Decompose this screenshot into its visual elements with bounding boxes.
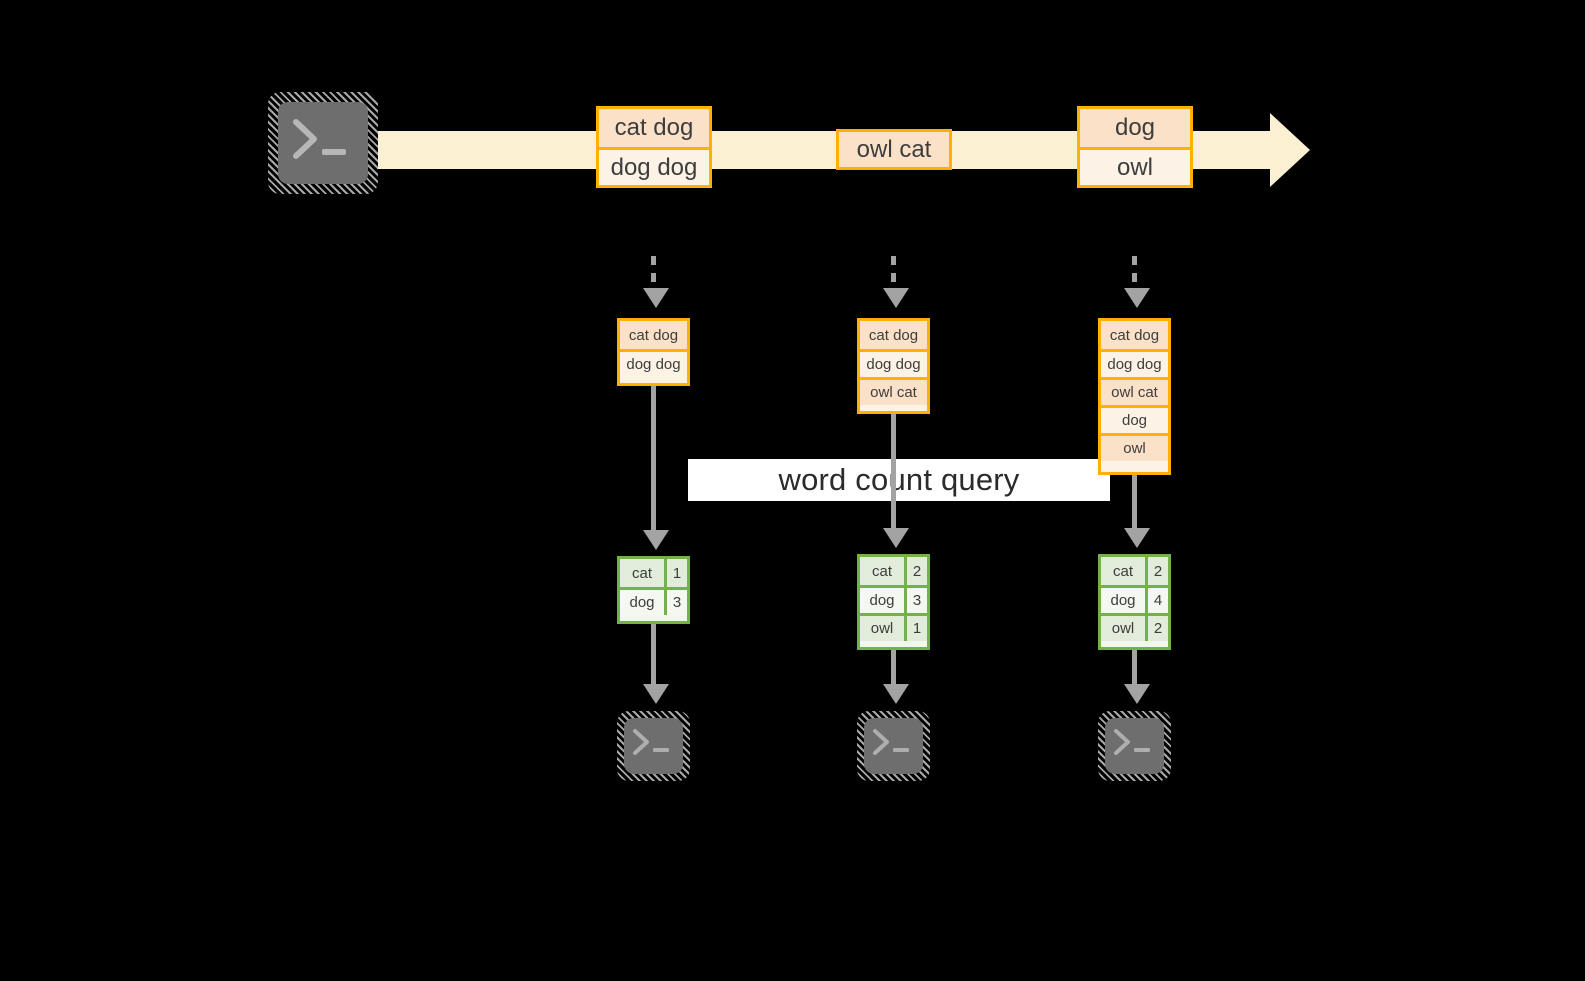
buffer-row: owl cat bbox=[860, 377, 927, 405]
table-row: cat 2 bbox=[860, 557, 927, 585]
terminal-face bbox=[864, 718, 923, 774]
table-cell-count: 3 bbox=[904, 588, 927, 613]
table-cell-word: cat bbox=[620, 559, 664, 587]
col-2-ingest-arrowhead bbox=[883, 288, 909, 308]
buffer-row: dog dog bbox=[1101, 349, 1168, 377]
terminal-face bbox=[278, 102, 368, 184]
table-cell-word: dog bbox=[620, 590, 664, 615]
table-cell-word: dog bbox=[1101, 588, 1145, 613]
buffer-row: dog dog bbox=[860, 349, 927, 377]
col-2-query-arrowhead bbox=[883, 528, 909, 548]
table-cell-word: dog bbox=[860, 588, 904, 613]
col-1-ingest-line bbox=[651, 256, 656, 290]
stream-message-2[interactable]: owl cat bbox=[836, 129, 952, 170]
stream-message-1[interactable]: cat dog dog dog bbox=[596, 106, 712, 188]
table-row: dog 4 bbox=[1101, 585, 1168, 613]
col-2-query-line bbox=[891, 414, 896, 531]
buffer-row: cat dog bbox=[1101, 321, 1168, 349]
buffer-row: owl bbox=[1101, 433, 1168, 461]
col-2-ingest-line bbox=[891, 256, 896, 290]
col-1-query-line bbox=[651, 386, 656, 533]
query-band: word count query bbox=[688, 459, 1110, 501]
terminal-prompt-icon bbox=[293, 119, 346, 159]
col-3-sink-terminal[interactable] bbox=[1098, 711, 1171, 781]
col-3-sink-arrowhead bbox=[1124, 684, 1150, 704]
terminal-prompt-icon bbox=[873, 729, 909, 755]
table-cell-count: 1 bbox=[904, 616, 927, 641]
table-row: cat 1 bbox=[620, 559, 687, 587]
col-1-buffer[interactable]: cat dog dog dog bbox=[617, 318, 690, 386]
col-2-sink-line bbox=[891, 650, 896, 686]
table-cell-count: 1 bbox=[664, 559, 687, 587]
terminal-face bbox=[1105, 718, 1164, 774]
col-1-sink-line bbox=[651, 624, 656, 686]
col-1-sink-arrowhead bbox=[643, 684, 669, 704]
col-2-sink-terminal[interactable] bbox=[857, 711, 930, 781]
buffer-row: cat dog bbox=[620, 321, 687, 349]
stream-message-line: dog dog bbox=[599, 147, 709, 185]
col-3-result-table[interactable]: cat 2 dog 4 owl 2 bbox=[1098, 554, 1171, 650]
table-row: dog 3 bbox=[860, 585, 927, 613]
col-3-sink-line bbox=[1132, 650, 1137, 686]
table-cell-count: 4 bbox=[1145, 588, 1168, 613]
col-2-result-table[interactable]: cat 2 dog 3 owl 1 bbox=[857, 554, 930, 650]
stream-message-line: owl cat bbox=[839, 132, 949, 167]
terminal-face bbox=[624, 718, 683, 774]
col-2-sink-arrowhead bbox=[883, 684, 909, 704]
col-1-ingest-arrowhead bbox=[643, 288, 669, 308]
stream-arrowhead bbox=[1270, 113, 1310, 187]
terminal-prompt-icon bbox=[633, 729, 669, 755]
buffer-row: cat dog bbox=[860, 321, 927, 349]
col-1-sink-terminal[interactable] bbox=[617, 711, 690, 781]
col-1-query-arrowhead bbox=[643, 530, 669, 550]
stream-message-line: owl bbox=[1080, 147, 1190, 185]
col-2-buffer[interactable]: cat dog dog dog owl cat bbox=[857, 318, 930, 414]
table-row: dog 3 bbox=[620, 587, 687, 615]
col-3-buffer[interactable]: cat dog dog dog owl cat dog owl bbox=[1098, 318, 1171, 475]
table-row: owl 2 bbox=[1101, 613, 1168, 641]
table-cell-count: 2 bbox=[1145, 557, 1168, 585]
table-cell-count: 2 bbox=[904, 557, 927, 585]
table-cell-word: cat bbox=[1101, 557, 1145, 585]
table-cell-word: owl bbox=[860, 616, 904, 641]
table-cell-word: cat bbox=[860, 557, 904, 585]
col-1-result-table[interactable]: cat 1 dog 3 bbox=[617, 556, 690, 624]
source-terminal[interactable] bbox=[268, 92, 378, 194]
query-label: word count query bbox=[778, 462, 1020, 497]
buffer-row: dog bbox=[1101, 405, 1168, 433]
table-cell-count: 3 bbox=[664, 590, 687, 615]
buffer-row: dog dog bbox=[620, 349, 687, 377]
terminal-prompt-icon bbox=[1114, 729, 1150, 755]
col-3-query-line bbox=[1132, 475, 1137, 531]
stream-message-line: dog bbox=[1080, 109, 1190, 147]
stream-message-line: cat dog bbox=[599, 109, 709, 147]
col-3-query-arrowhead bbox=[1124, 528, 1150, 548]
buffer-row: owl cat bbox=[1101, 377, 1168, 405]
table-cell-count: 2 bbox=[1145, 616, 1168, 641]
table-cell-word: owl bbox=[1101, 616, 1145, 641]
table-row: cat 2 bbox=[1101, 557, 1168, 585]
table-row: owl 1 bbox=[860, 613, 927, 641]
stream-message-3[interactable]: dog owl bbox=[1077, 106, 1193, 188]
col-3-ingest-line bbox=[1132, 256, 1137, 290]
col-3-ingest-arrowhead bbox=[1124, 288, 1150, 308]
